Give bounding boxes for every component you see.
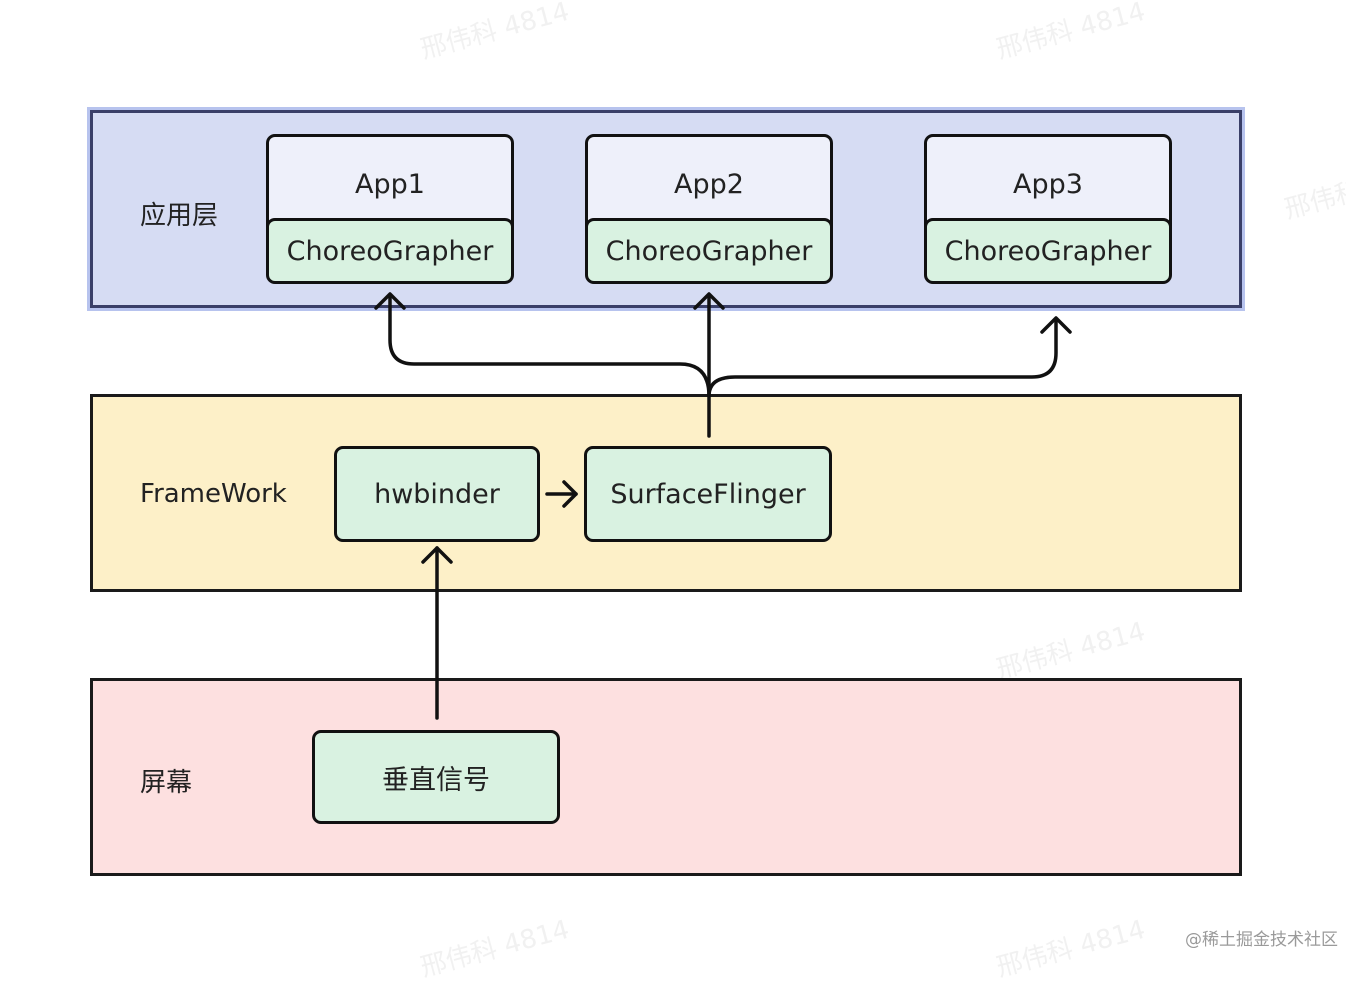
hwbinder-label: hwbinder — [374, 478, 500, 510]
arrowhead-hwbinder — [421, 546, 453, 564]
app2-choreographer-label: ChoreoGrapher — [605, 235, 813, 267]
arrowhead-app1 — [374, 292, 406, 310]
app2-label: App2 — [674, 169, 744, 200]
vsync-label: 垂直信号 — [382, 764, 490, 796]
app3-box: App3 — [924, 134, 1172, 228]
hwbinder-node: hwbinder — [334, 446, 540, 542]
app3-choreographer-label: ChoreoGrapher — [944, 235, 1152, 267]
surfaceflinger-label: SurfaceFlinger — [610, 478, 806, 510]
arrowhead-app2 — [693, 292, 725, 310]
arrowhead-surfaceflinger — [562, 480, 578, 508]
surfaceflinger-node: SurfaceFlinger — [584, 446, 832, 542]
app3-choreographer: ChoreoGrapher — [924, 218, 1172, 284]
app2-box: App2 — [585, 134, 833, 228]
app1-choreographer: ChoreoGrapher — [266, 218, 514, 284]
framework-layer-label: FrameWork — [140, 479, 287, 509]
arrow-sf-to-app1 — [388, 294, 711, 398]
app-layer-label: 应用层 — [140, 201, 219, 231]
source-credit: @稀土掘金技术社区 — [1185, 930, 1338, 950]
app1-choreographer-label: ChoreoGrapher — [286, 235, 494, 267]
screen-layer — [90, 678, 1242, 876]
arrow-sf-to-app3 — [707, 318, 1058, 398]
screen-layer-label: 屏幕 — [140, 768, 193, 798]
arrowhead-app3 — [1040, 316, 1072, 334]
app2-choreographer: ChoreoGrapher — [585, 218, 833, 284]
connector-arrows — [374, 292, 1072, 720]
app1-label: App1 — [355, 169, 425, 200]
app3-label: App3 — [1013, 169, 1083, 200]
vsync-node: 垂直信号 — [312, 730, 560, 824]
